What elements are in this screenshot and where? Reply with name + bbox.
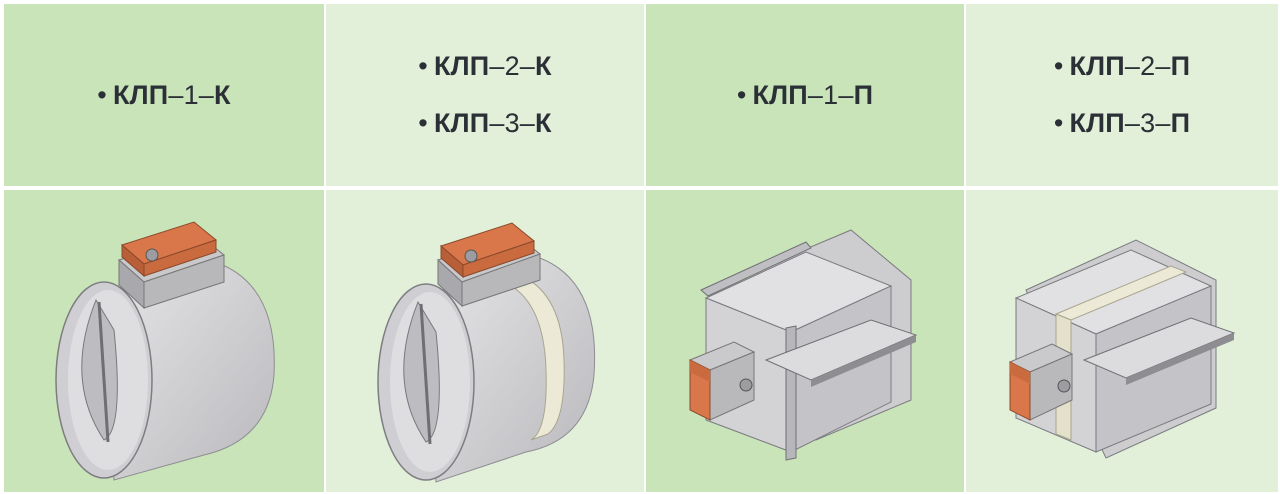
model-label: •КЛП–2–К <box>418 51 552 81</box>
model-label: •КЛП–1–П <box>736 79 874 110</box>
header-cell-klp-2-3-k: •КЛП–2–К •КЛП–3–К <box>326 4 644 186</box>
header-cell-klp-2-3-p: •КЛП–2–П •КЛП–3–П <box>966 4 1278 186</box>
model-label: •КЛП–3–К <box>418 108 552 138</box>
header-cell-klp-1-k: •КЛП–1–К <box>4 4 324 186</box>
image-cell-round-damper-2 <box>326 190 644 492</box>
band <box>502 275 565 441</box>
model-label: •КЛП–2–П <box>1053 51 1191 81</box>
model-label: •КЛП–3–П <box>1053 108 1191 138</box>
header-cell-klp-1-p: •КЛП–1–П <box>646 4 964 186</box>
image-cell-rect-damper-2 <box>966 190 1278 492</box>
rect-damper-band-illustration <box>1008 239 1236 459</box>
round-damper-illustration <box>55 221 275 481</box>
image-cell-rect-damper-1 <box>646 190 964 492</box>
model-label: •КЛП–1–К <box>97 79 231 110</box>
product-table: •КЛП–1–К •КЛП–2–К •КЛП–3–К •КЛП–1–П •КЛП… <box>4 4 1278 492</box>
image-cell-round-damper-1 <box>4 190 324 492</box>
round-damper-band-illustration <box>377 222 596 483</box>
rect-damper-illustration <box>688 229 918 461</box>
